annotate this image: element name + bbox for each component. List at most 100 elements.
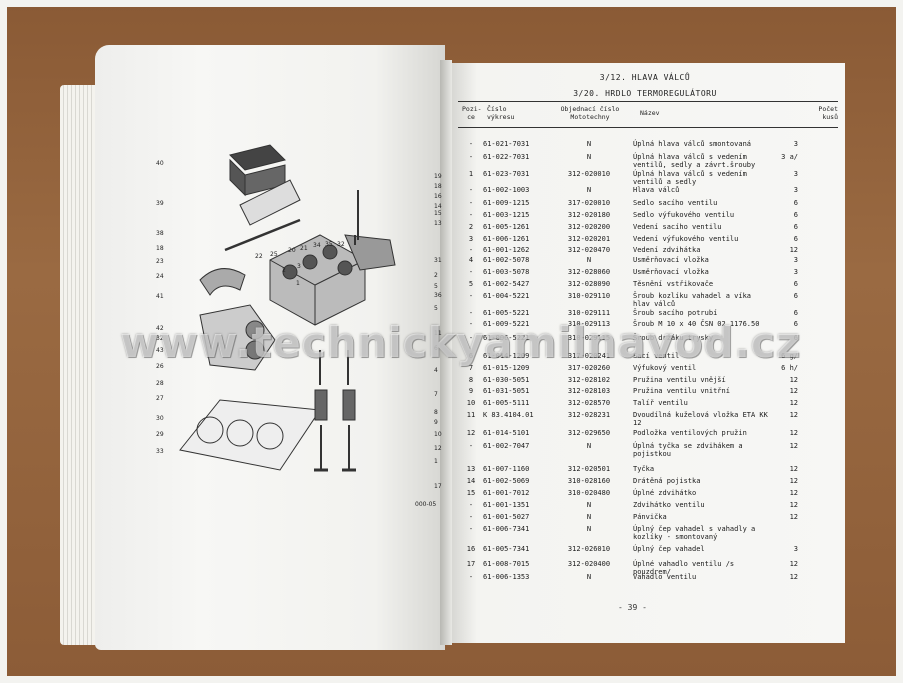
cell-objednaci-cislo: 312-020400: [567, 560, 611, 568]
cell-pozice: 14: [466, 477, 476, 485]
cell-objednaci-cislo: 310-020480: [567, 489, 611, 497]
svg-text:32: 32: [337, 241, 345, 248]
cell-pocet: 12: [789, 513, 798, 521]
cell-objednaci-cislo: N: [586, 501, 592, 509]
cell-nazev: Drátěná pojistka: [633, 477, 701, 485]
cell-cislo-vykresu: 61-023-7031: [483, 170, 530, 178]
cell-cislo-vykresu: 61-005-7341: [483, 545, 530, 553]
cell-objednaci-cislo: 310-029111: [567, 309, 611, 317]
cell-pozice: -: [468, 334, 474, 342]
cell-pocet: 6 g/: [781, 352, 798, 360]
svg-text:6: 6: [434, 345, 438, 352]
cell-pocet: 12: [789, 573, 798, 581]
cell-cislo-vykresu: 61-001-1351: [483, 501, 530, 509]
svg-text:34: 34: [313, 242, 321, 249]
svg-text:7: 7: [434, 391, 438, 398]
cell-objednaci-cislo: 310-029113: [567, 320, 611, 328]
cell-objednaci-cislo: 310-029115: [567, 334, 611, 342]
cell-pozice: -: [468, 292, 474, 300]
cell-cislo-vykresu: 61-015-1209: [483, 364, 530, 372]
cell-pocet: 12: [789, 477, 798, 485]
cell-pocet: 3: [793, 140, 798, 148]
svg-text:22: 22: [255, 253, 263, 260]
cell-objednaci-cislo: 312-029650: [567, 429, 611, 437]
cell-cislo-vykresu: 61-006-7341: [483, 525, 530, 533]
cell-cislo-vykresu: 61-005-5221: [483, 309, 530, 317]
cell-cislo-vykresu: 61-001-5027: [483, 513, 530, 521]
cell-nazev: Talíř ventilu: [633, 399, 688, 407]
cell-objednaci-cislo: N: [586, 140, 592, 148]
cell-pozice: -: [468, 199, 474, 207]
cell-cislo-vykresu: 61-004-5221: [483, 292, 530, 300]
svg-text:1: 1: [296, 280, 300, 287]
header-rule-bottom: [458, 127, 838, 128]
cell-nazev: Vedení zdvihátka: [633, 246, 701, 254]
cell-pocet: 12: [789, 411, 798, 419]
svg-text:17: 17: [434, 483, 442, 490]
cell-nazev: Hlava válců: [633, 186, 680, 194]
cell-nazev: Úplná hlava válců s vedením ventilů a se…: [633, 170, 747, 186]
cell-nazev: Vedení sacího ventilu: [633, 223, 722, 231]
table-row: 5 61-002-5427 312-028090 Těsnění vstřikovač…: [0, 280, 903, 292]
cell-pocet: 12: [789, 399, 798, 407]
cell-objednaci-cislo: N: [586, 186, 592, 194]
svg-text:1: 1: [434, 458, 438, 465]
cell-pocet: 12: [789, 387, 798, 395]
cell-cislo-vykresu: 61-002-5427: [483, 280, 530, 288]
svg-text:14: 14: [434, 203, 442, 210]
cell-pocet: 6: [793, 235, 798, 243]
cell-objednaci-cislo: 312-020201: [567, 235, 611, 243]
cell-objednaci-cislo: 317-020241: [567, 352, 611, 360]
cell-nazev: Vedení výfukového ventilu: [633, 235, 739, 243]
cell-cislo-vykresu: 61-014-5101: [483, 429, 530, 437]
cell-nazev: Úplná hlava válců smontovaná: [633, 140, 752, 148]
header-rule-top: [458, 101, 838, 102]
cell-pocet: 12: [789, 501, 798, 509]
svg-text:10: 10: [434, 431, 442, 438]
svg-text:18: 18: [434, 183, 442, 190]
cell-objednaci-cislo: 312-028102: [567, 376, 611, 384]
svg-text:5: 5: [434, 305, 438, 312]
svg-text:26: 26: [156, 363, 164, 370]
cell-nazev: Usměrňovací vložka: [633, 256, 709, 264]
svg-text:13: 13: [434, 220, 442, 227]
cell-pocet: 12: [789, 246, 798, 254]
cell-objednaci-cislo: N: [586, 442, 592, 450]
svg-text:000-05: 000-05: [415, 501, 436, 508]
cell-pocet: 6: [793, 199, 798, 207]
cell-objednaci-cislo: 312-020501: [567, 465, 611, 473]
svg-text:31: 31: [434, 257, 442, 264]
cell-nazev: Těsnění vstřikovače: [633, 280, 714, 288]
svg-text:15: 15: [434, 210, 442, 217]
cell-cislo-vykresu: 61-014-1209: [483, 352, 530, 360]
cell-objednaci-cislo: N: [586, 513, 592, 521]
cell-pocet: 6: [793, 334, 798, 342]
cell-pocet: 12: [789, 560, 798, 568]
col-header-objednaci: Objednací číslo Mototechny: [560, 105, 620, 121]
svg-text:42: 42: [156, 325, 164, 332]
cell-pocet: 12: [789, 429, 798, 437]
svg-text:5: 5: [434, 283, 438, 290]
cell-pozice: 3: [468, 235, 474, 243]
cell-nazev: Pružina ventilu vnitřní: [633, 387, 730, 395]
svg-text:28: 28: [156, 380, 164, 387]
cell-pozice: -: [468, 573, 474, 581]
cell-nazev: Podložka ventilových pružin: [633, 429, 747, 437]
cell-pozice: -: [468, 501, 474, 509]
svg-text:19: 19: [434, 173, 442, 180]
svg-text:38: 38: [156, 230, 164, 237]
svg-text:21: 21: [300, 245, 308, 252]
cell-objednaci-cislo: 312-028090: [567, 280, 611, 288]
cell-cislo-vykresu: 61-006-1261: [483, 235, 530, 243]
cell-cislo-vykresu: 61-003-1215: [483, 211, 530, 219]
